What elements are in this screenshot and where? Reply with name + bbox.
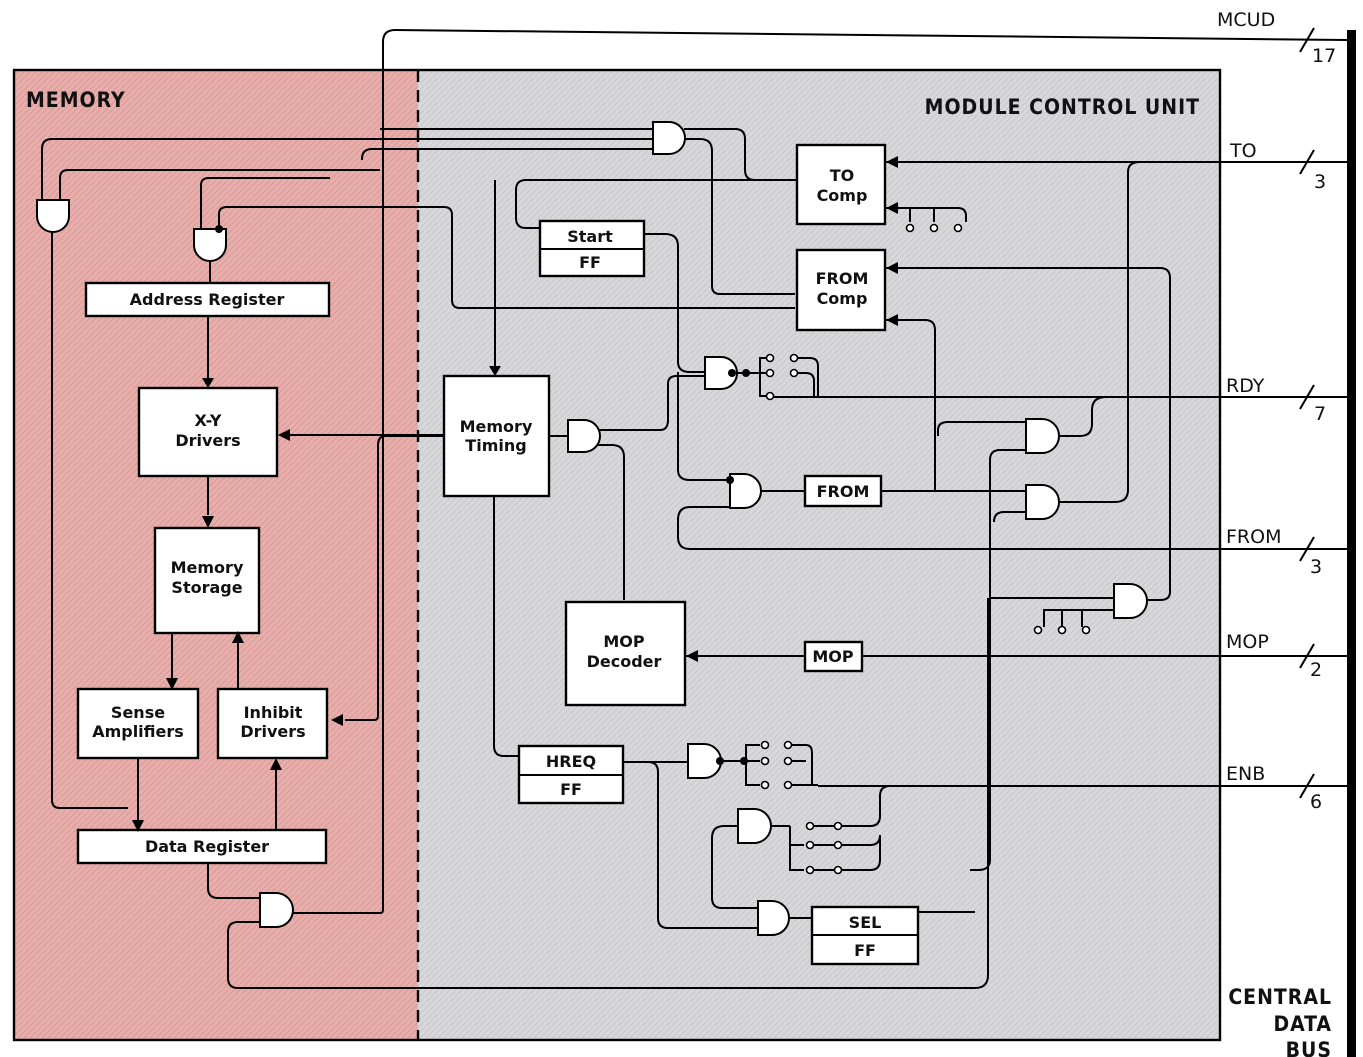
hreq-ff-label-1: HREQ <box>546 752 596 771</box>
and-gate-rdy-3 <box>1113 583 1148 619</box>
memory-timing-label-2: Timing <box>465 436 526 455</box>
start-ff-label-2: FF <box>579 253 601 272</box>
bus-count-mop: 2 <box>1310 659 1322 681</box>
from-register-label: FROM <box>817 482 870 501</box>
bus-count-enb: 6 <box>1310 791 1322 813</box>
and-gate-rdy-1 <box>1025 418 1060 454</box>
and-gate-from <box>729 473 762 509</box>
to-comp-block: TO Comp <box>795 143 887 226</box>
to-comp-label-2: Comp <box>817 186 868 205</box>
bus-count-mcud: 17 <box>1312 45 1336 67</box>
and-gate-top <box>652 121 686 155</box>
memory-storage-label-1: Memory <box>171 558 244 577</box>
and-gate-mem-2 <box>193 228 227 262</box>
and-gate-rdy-2 <box>1025 484 1060 520</box>
memory-timing-block: Memory Timing <box>442 374 551 498</box>
to-comp-label-1: TO <box>830 166 855 185</box>
sense-amplifiers-label-2: Amplifiers <box>92 722 184 741</box>
hreq-ff-label-2: FF <box>560 780 582 799</box>
bus-count-to: 3 <box>1314 171 1326 193</box>
inhibit-drivers-label-1: Inhibit <box>244 703 303 722</box>
bus-name-mcud: MCUD <box>1217 9 1275 31</box>
memory-title: MEMORY <box>26 88 126 112</box>
and-gate-sel <box>757 900 790 936</box>
bus-name-to: TO <box>1229 140 1257 162</box>
sense-amplifiers-label-1: Sense <box>111 703 165 722</box>
inhibit-drivers-block: Inhibit Drivers <box>216 687 329 760</box>
sel-ff-label-1: SEL <box>849 913 882 932</box>
central-data-bus <box>1347 30 1356 1057</box>
mop-decoder-label-2: Decoder <box>587 652 662 671</box>
address-register-label: Address Register <box>130 290 285 309</box>
xy-drivers-label-2: Drivers <box>175 431 240 450</box>
inhibit-drivers-label-2: Drivers <box>240 722 305 741</box>
memory-storage-label-2: Storage <box>171 578 242 597</box>
bus-name-mop: MOP <box>1226 631 1269 653</box>
address-register-block: Address Register <box>84 281 331 318</box>
bus-count-rdy: 7 <box>1314 403 1326 425</box>
bus-name-rdy: RDY <box>1226 375 1265 397</box>
and-gate-data <box>259 892 294 928</box>
control-title: MODULE CONTROL UNIT <box>925 95 1200 119</box>
mop-decoder-block: MOP Decoder <box>564 600 687 707</box>
start-ff-label-1: Start <box>567 227 613 246</box>
sense-amplifiers-block: Sense Amplifiers <box>76 687 200 760</box>
mop-register-label: MOP <box>812 647 854 666</box>
bus-name-from: FROM <box>1226 526 1281 548</box>
memory-timing-label-1: Memory <box>460 417 533 436</box>
bus-name-enb: ENB <box>1226 763 1265 785</box>
from-comp-label-1: FROM <box>816 269 869 288</box>
hreq-ff-block: HREQ FF <box>517 744 625 805</box>
and-gate-enb <box>737 808 772 844</box>
sel-ff-label-2: FF <box>854 941 876 960</box>
bus-lines: MCUD 17 TO 3 RDY 7 FROM 3 MOP 2 ENB 6 <box>293 9 1348 914</box>
mop-decoder-label-1: MOP <box>603 632 645 651</box>
from-comp-block: FROM Comp <box>795 248 887 332</box>
bus-label-2: DATA <box>1273 1012 1332 1036</box>
data-register-block: Data Register <box>76 828 328 865</box>
mop-register-block: MOP <box>803 640 864 673</box>
from-register-block: FROM <box>803 474 883 508</box>
memory-storage-block: Memory Storage <box>153 526 261 635</box>
wiring <box>41 128 1171 989</box>
from-comp-label-2: Comp <box>817 289 868 308</box>
bus-label-3: BUS <box>1286 1038 1332 1057</box>
and-gate-start <box>704 356 738 390</box>
xy-drivers-block: X-Y Drivers <box>137 386 279 478</box>
and-gates <box>36 121 1148 936</box>
bus-count-from: 3 <box>1310 556 1322 578</box>
start-ff-block: Start FF <box>538 219 646 278</box>
arrowheads <box>132 156 898 832</box>
sel-ff-block: SEL FF <box>810 905 920 966</box>
and-gate-mem-1 <box>36 199 70 233</box>
strap-contacts <box>716 223 1091 875</box>
data-register-label: Data Register <box>145 837 269 856</box>
outer-frame <box>12 68 1222 1042</box>
xy-drivers-label-1: X-Y <box>195 411 222 430</box>
bus-label-1: CENTRAL <box>1228 985 1332 1009</box>
and-gate-timing <box>567 419 601 453</box>
